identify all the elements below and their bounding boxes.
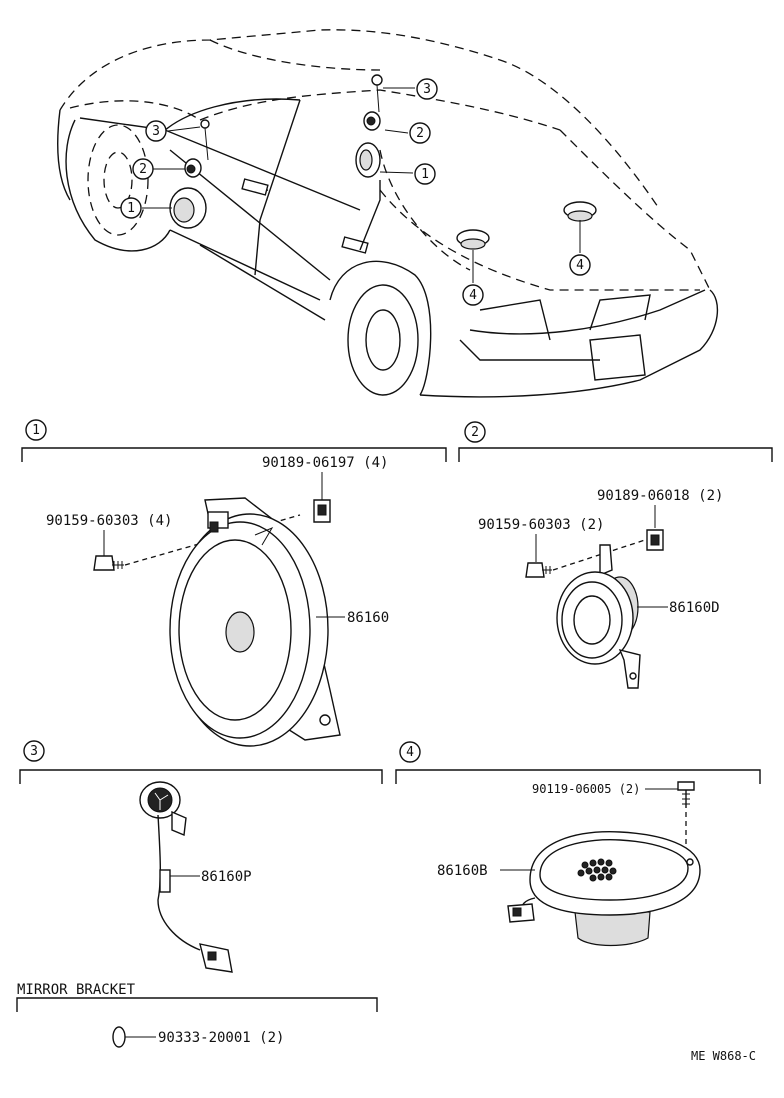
tweeter-86160p-icon [139,781,233,973]
callout-4-left: 4 [462,284,484,306]
section-2-marker: 2 [464,421,486,443]
part-86160b: 86160B [437,863,488,879]
callout-2-rear: 2 [409,122,431,144]
part-90333-20001: 90333-20001 (2) [158,1030,284,1046]
clip-nut-icon [646,529,664,551]
o-ring-icon [112,1026,126,1048]
section-1-marker: 1 [25,419,47,441]
svg-text:2: 2 [471,425,479,440]
section-1: 1 90189-06197 (4) 90159-60303 (4) [21,419,447,747]
svg-text:2: 2 [416,126,424,141]
svg-text:4: 4 [406,745,414,760]
speaker-86160d-icon [556,544,641,689]
svg-text:1: 1 [127,201,135,216]
screw-icon [677,781,695,808]
part-90159-60303: 90159-60303 (4) [46,513,172,529]
svg-text:3: 3 [30,744,38,759]
speaker-86160b-icon [507,831,701,947]
section-4: 4 90119-06005 (2) [395,741,761,947]
speaker-86160-icon [169,497,341,747]
part-90189-06197: 90189-06197 (4) [262,455,388,471]
section-4-marker: 4 [399,741,421,763]
part-86160p: 86160P [201,869,252,885]
section-4-bracket [395,769,761,784]
part-90159-60303-b: 90159-60303 (2) [478,517,604,533]
svg-text:1: 1 [421,167,429,182]
svg-text:4: 4 [469,288,477,303]
callout-1-rear: 1 [414,163,436,185]
mirror-bracket-title: MIRROR BRACKET [17,982,136,998]
car-overview: 1 2 3 3 2 1 4 4 [56,29,719,398]
section-2-bracket [458,447,773,462]
bolt-icon [525,562,552,578]
figure-code: ME W868-C [691,1049,756,1063]
part-86160d: 86160D [669,600,720,616]
grille-mesh [577,858,617,882]
svg-text:1: 1 [32,423,40,438]
section-2: 2 90189-06018 (2) 90159-60303 (2) [458,421,773,689]
front-door-speaker-mark [169,187,207,229]
mirror-bracket-section: MIRROR BRACKET 90333-20001 (2) [16,982,378,1048]
section-3-bracket [19,769,383,784]
clip-nut-icon [313,499,331,523]
package-tray-speaker-right-mark [563,201,597,222]
svg-text:3: 3 [152,124,160,139]
svg-text:3: 3 [423,82,431,97]
callout-3-rear: 3 [416,78,438,100]
part-90119-06005: 90119-06005 (2) [532,782,640,796]
section-1-bracket [21,447,447,462]
callout-3-front: 3 [145,120,167,142]
rear-mirror-tweeter-mark [371,74,383,113]
mirror-bracket-bracket [16,997,378,1012]
callout-1-front: 1 [120,197,142,219]
front-mirror-tweeter-mark [200,119,210,161]
callout-2-front: 2 [132,158,154,180]
rear-door-speaker-mark [355,142,381,178]
svg-text:2: 2 [139,162,147,177]
part-90189-06018: 90189-06018 (2) [597,488,723,504]
bolt-icon [93,555,124,571]
callout-4-right: 4 [569,254,591,276]
rear-door-tweeter-mark [363,111,381,131]
front-door-tweeter-mark [184,158,202,178]
part-86160: 86160 [347,610,389,626]
package-tray-speaker-left-mark [456,229,490,250]
section-3-marker: 3 [23,740,45,762]
section-3: 3 86160P [19,740,383,973]
svg-text:4: 4 [576,258,584,273]
